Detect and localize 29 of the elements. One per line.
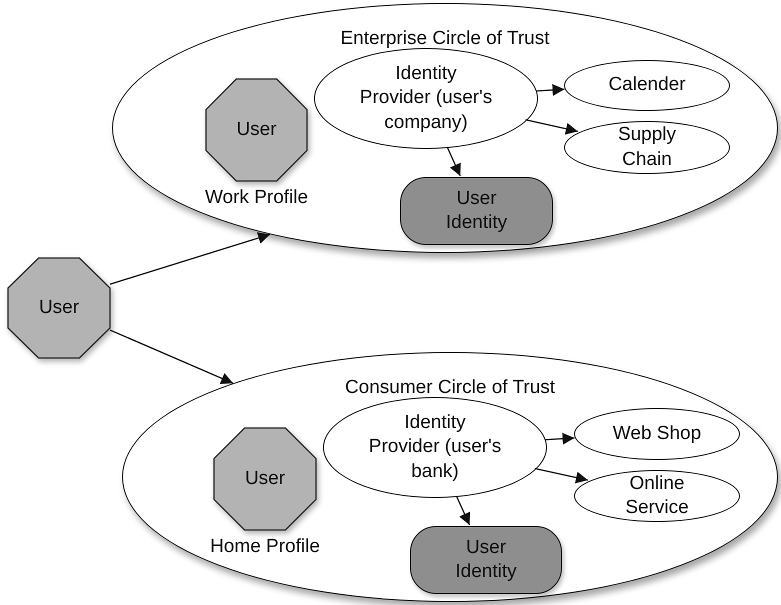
- node-label: Identity Provider (user's company): [358, 62, 494, 135]
- node-label: User: [244, 466, 286, 491]
- node-label: Identity Provider (user's bank): [368, 411, 502, 484]
- identity-pill: [410, 526, 562, 594]
- arrow: [525, 119, 578, 135]
- arrow: [536, 84, 565, 96]
- user-octagon: [206, 79, 307, 181]
- user-octagon: [214, 428, 316, 530]
- user-octagon: [8, 258, 110, 358]
- arrow: [544, 432, 575, 445]
- circle-title: Enterprise Circle of Trust: [340, 28, 550, 50]
- arrow: [446, 146, 461, 176]
- arrow: [534, 468, 588, 484]
- node-label: User: [38, 296, 80, 320]
- profile-label: Home Profile: [210, 536, 320, 558]
- node-label: User Identity: [444, 186, 508, 235]
- node-label: Web Shop: [612, 422, 702, 446]
- circle-title: Consumer Circle of Trust: [344, 377, 556, 399]
- profile-label: Work Profile: [204, 187, 308, 209]
- node-label: Calender: [608, 73, 686, 98]
- node-label: Supply Chain: [616, 123, 678, 172]
- arrow: [456, 496, 470, 526]
- arrow: [110, 329, 234, 384]
- node-label: User Identity: [454, 536, 518, 584]
- arrow: [110, 232, 270, 285]
- service-ellipse: [574, 470, 740, 522]
- node-label: User: [236, 118, 277, 142]
- node-label: Online Service: [624, 472, 690, 520]
- identity-pill: [400, 177, 553, 245]
